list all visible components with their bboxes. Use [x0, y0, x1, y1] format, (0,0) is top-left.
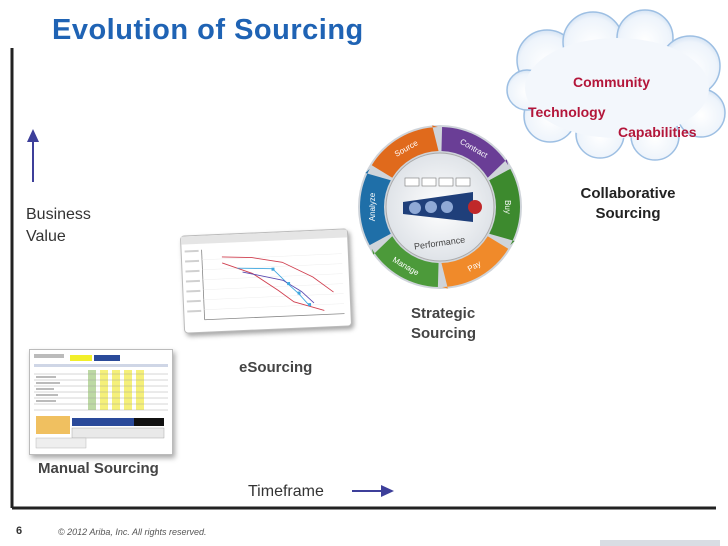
strategic-sourcing-label: Strategic Sourcing — [411, 304, 476, 344]
x-axis-label: Timeframe — [248, 483, 324, 500]
business-value-arrow-icon — [27, 129, 39, 182]
esourcing-chart-thumbnail — [179, 228, 353, 334]
cycle-segment-contract — [441, 127, 509, 178]
y-axis-label: Business Value — [26, 204, 91, 248]
manual-sourcing-label: Manual Sourcing — [38, 460, 159, 477]
spreadsheet-graphic — [34, 354, 168, 449]
cycle-segment-manage — [371, 236, 439, 287]
cycle-segment-pay — [441, 236, 509, 289]
collaborative-line2: Sourcing — [595, 205, 661, 222]
cycle-label-buy: Buy — [503, 200, 512, 214]
strategic-line1: Strategic — [411, 305, 476, 322]
cycle-label-analyze: Analyze — [368, 192, 377, 221]
cloud-shape — [506, 9, 726, 161]
collaborative-line1: Collaborative — [580, 185, 676, 202]
page-title: Evolution of Sourcing — [52, 14, 364, 46]
esourcing-chart-graphic — [180, 229, 348, 321]
strategic-line2: Sourcing — [411, 325, 477, 342]
timeframe-arrow-icon — [352, 485, 394, 497]
y-axis-label-line2: Value — [26, 228, 66, 245]
manual-sourcing-spreadsheet-thumbnail — [29, 349, 173, 455]
esourcing-label: eSourcing — [239, 359, 313, 376]
collaborative-sourcing-label: Collaborative Sourcing — [578, 184, 678, 224]
page-number: 6 — [16, 525, 23, 537]
cloud-capabilities: Capabilities — [618, 124, 697, 140]
cycle-segment-source — [371, 125, 439, 178]
cloud-community: Community — [573, 74, 650, 90]
y-axis-label-line1: Business — [26, 206, 91, 223]
copyright-notice: © 2012 Ariba, Inc. All rights reserved. — [58, 527, 207, 537]
cycle-segment-analyze — [360, 168, 391, 246]
cycle-segment-buy — [489, 168, 520, 246]
corner-decoration — [600, 540, 720, 546]
cloud-technology: Technology — [528, 104, 606, 120]
performance-funnel-icon — [403, 177, 482, 222]
